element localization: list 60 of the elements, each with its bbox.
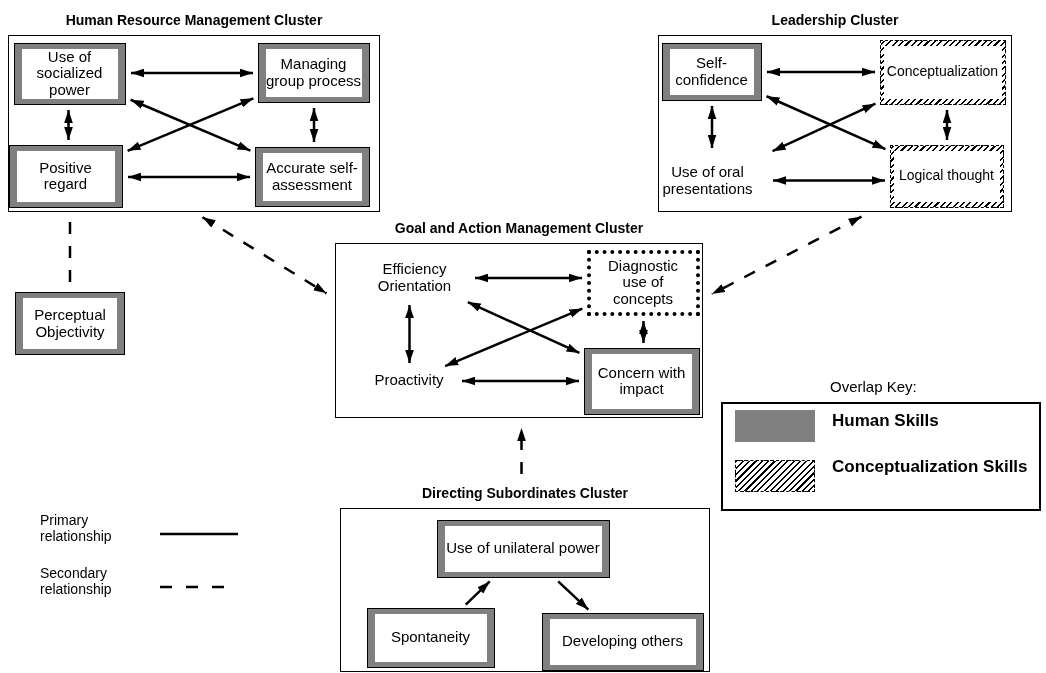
double-headed-arrow	[462, 376, 579, 386]
competency-label: Managing group process	[265, 56, 362, 89]
human-skill-box	[541, 612, 704, 671]
double-headed-arrow	[639, 321, 648, 343]
competency-label: Perceptual Objectivity	[33, 307, 107, 340]
legend-heading: Overlap Key:	[830, 378, 917, 395]
competency-label: Developing others	[562, 633, 683, 650]
double-headed-arrow	[444, 307, 583, 368]
human-skill-box	[661, 42, 762, 101]
double-headed-arrow	[475, 273, 582, 283]
arrow	[557, 580, 590, 611]
competency-label: Positive regard	[38, 159, 93, 193]
legend-label: Human Skills	[832, 412, 939, 430]
competency-label: Self-confidence	[674, 55, 749, 88]
cluster-heading: Directing Subordinates Cluster	[421, 485, 629, 501]
hatched-skill-box	[889, 144, 1004, 208]
competency-label: Accurate self-assessment	[265, 160, 359, 193]
double-headed-arrow	[128, 172, 250, 182]
double-headed-arrow	[767, 67, 875, 77]
hatched-skill-box	[879, 39, 1006, 105]
legend-label: Primary relationship	[40, 512, 113, 545]
double-headed-arrow	[772, 102, 876, 153]
competency-label: Efficiency Orientation	[359, 255, 470, 300]
human-skill-box	[257, 42, 370, 103]
legend-label: Conceptualization Skills	[832, 458, 1028, 476]
cluster-heading: Goal and Action Management Cluster	[394, 220, 644, 236]
competency-label: Logical thought	[899, 168, 994, 184]
dotted-skill-box	[586, 249, 700, 316]
cluster-heading: Human Resource Management Cluster	[65, 12, 323, 28]
competency-label: Conceptualization	[886, 64, 999, 80]
double-headed-arrow	[309, 108, 319, 142]
double-headed-arrow	[711, 215, 863, 296]
double-headed-arrow	[64, 110, 73, 140]
double-headed-arrow	[131, 68, 253, 78]
human-skill-box	[13, 42, 126, 105]
human-skill-box	[15, 292, 125, 355]
competency-label: Use of oral presentations	[647, 152, 768, 209]
cluster-heading: Leadership Cluster	[771, 12, 899, 28]
human-skill-box	[8, 144, 123, 208]
human-skill-box	[366, 607, 495, 668]
double-headed-arrow	[405, 305, 414, 363]
competency-label: Use of unilateral power	[446, 540, 600, 557]
competency-label: Use of socialized power	[35, 49, 104, 98]
double-headed-arrow	[707, 106, 717, 148]
double-headed-arrow	[942, 110, 952, 140]
legend-label: Secondary relationship	[40, 565, 113, 598]
competency-label: Proactivity	[361, 367, 457, 394]
human-skill-box	[254, 146, 370, 207]
human-skill-box	[583, 347, 700, 415]
double-headed-arrow	[766, 95, 886, 151]
arrow	[464, 580, 491, 606]
competency-label: Concern with impact	[596, 364, 687, 398]
connector-line	[68, 222, 72, 282]
competency-label: Diagnostic use of concepts	[606, 258, 679, 307]
double-headed-arrow	[773, 176, 885, 185]
double-headed-arrow	[467, 300, 580, 355]
double-headed-arrow	[201, 216, 328, 295]
arrow	[517, 428, 526, 474]
competency-label: Spontaneity	[390, 629, 471, 646]
human-skill-box	[436, 519, 610, 578]
